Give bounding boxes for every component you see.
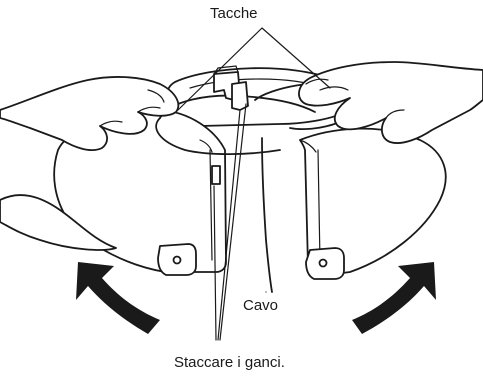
cable [262,138,272,292]
cable-label: Cavo [243,298,278,313]
arrow-left-icon [76,262,160,334]
right-cover-half [300,129,446,279]
right-hand [299,62,483,143]
arrow-right-icon [352,262,436,334]
detach-hooks-label: Staccare i ganci. [174,355,285,370]
notches-label: Tacche [210,6,258,21]
